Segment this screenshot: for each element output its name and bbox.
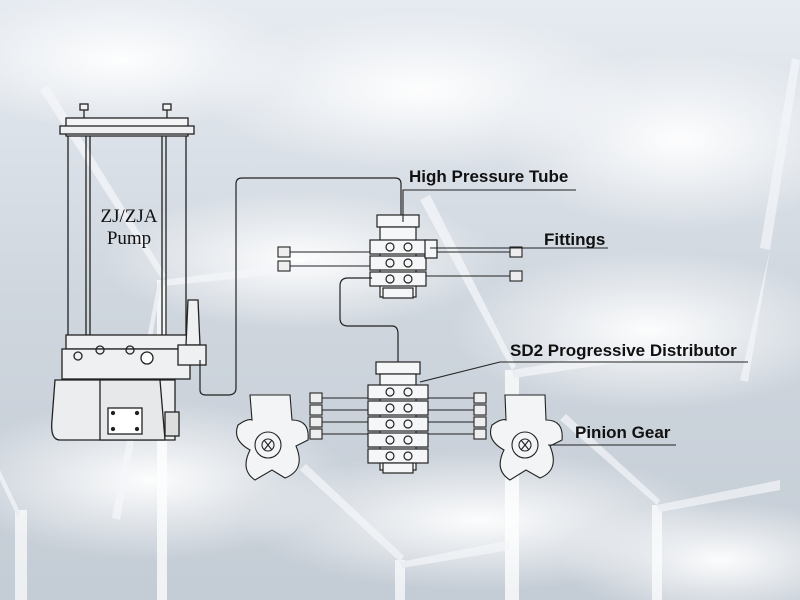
pinion-gear-icon: [235, 394, 309, 481]
wind-turbine-icon: [300, 464, 510, 600]
pump-label: ZJ/ZJA Pump: [84, 206, 174, 250]
high-pressure-tube: [199, 177, 402, 396]
fittings-bottom: [309, 392, 487, 440]
leader-lines: [402, 189, 748, 446]
connecting-tube: [339, 277, 399, 362]
wind-turbine-icon: [0, 58, 800, 600]
fittings-right-top: [426, 246, 523, 282]
distributor-label: SD2 Progressive Distributor: [510, 341, 737, 360]
wind-turbine-icon: [560, 414, 780, 600]
distributor-block-icon: [369, 214, 438, 299]
pinion-gear-icon: [489, 394, 563, 481]
fittings-label: Fittings: [544, 230, 606, 249]
pump-label-line2: Pump: [106, 228, 152, 249]
lubrication-pump-icon: [51, 103, 207, 441]
high-pressure-tube-label: High Pressure Tube: [409, 167, 569, 186]
fittings-left-top: [277, 246, 370, 272]
distributor-block-icon: [367, 361, 429, 474]
pinion-gear-label: Pinion Gear: [575, 423, 671, 442]
pump-label-line1: ZJ/ZJA: [100, 206, 158, 227]
